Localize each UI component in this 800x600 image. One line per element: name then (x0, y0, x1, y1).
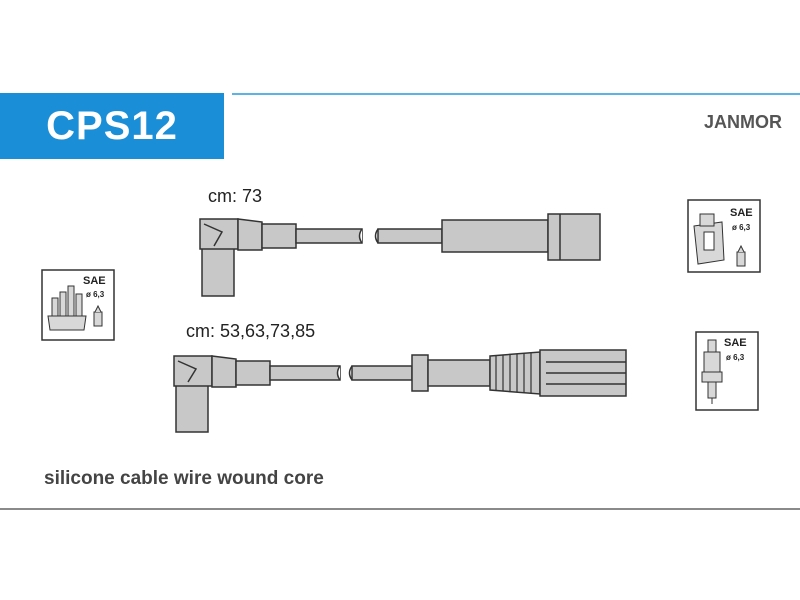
product-code-badge (0, 93, 224, 159)
brand-name: JANMOR (703, 112, 782, 132)
header-rule (232, 93, 800, 95)
cable-1-wire-right (377, 228, 443, 244)
cable-1-length: cm: 73 (208, 186, 263, 206)
cable-2-illustration (173, 349, 627, 433)
coil-box-diameter: ø 6,3 (732, 223, 751, 232)
cable-2-wire-right (351, 365, 413, 381)
cable-2-wire-left (269, 365, 341, 381)
left-box-diameter: ø 6,3 (86, 290, 105, 299)
cable-1-collar (261, 223, 297, 249)
cable-2-break-left (336, 365, 341, 381)
cable-1-break-left (358, 228, 363, 244)
spark-plug-connector-box: SAE ø 6,3 (695, 331, 759, 411)
distributor-cap-connector-box: SAE ø 6,3 (41, 269, 115, 341)
spark-plug-icon (701, 339, 723, 404)
distributor-cap-icon (47, 285, 103, 331)
cable-2-ribs (495, 353, 532, 393)
cable-2-length: cm: 53,63,73,85 (186, 321, 316, 341)
cable-2-boot-body (427, 359, 491, 387)
plug-box-standard: SAE (724, 337, 747, 349)
cable-2-boot-head (173, 355, 213, 387)
plug-box-diameter: ø 6,3 (726, 353, 745, 362)
cable-2-ring (411, 354, 429, 392)
coil-box-standard: SAE (730, 207, 753, 219)
cable-1-plug-end (547, 213, 601, 261)
cable-2-collar (235, 360, 271, 386)
ignition-coil-connector-box: SAE ø 6,3 (687, 199, 761, 273)
cable-1-wire-left (295, 228, 363, 244)
cable-1-straight-boot (441, 219, 549, 253)
cable-2-angle-boot (175, 381, 209, 433)
coil-icon (693, 213, 746, 267)
cable-2-boot-detail (177, 360, 198, 383)
product-description: silicone cable wire wound core (44, 468, 324, 489)
cable-2-ribbed-section (489, 351, 541, 395)
cable-1-boot-neck (237, 218, 263, 251)
cable-2-boot-neck (211, 355, 237, 388)
cable-1-boot-head (199, 218, 239, 250)
footer-rule (0, 508, 800, 510)
cable-1-illustration (199, 213, 601, 297)
cable-1-angle-boot (201, 245, 235, 297)
product-code: CPS12 (46, 104, 178, 148)
left-box-standard: SAE (83, 275, 106, 287)
cable-1-boot-detail (203, 223, 224, 247)
